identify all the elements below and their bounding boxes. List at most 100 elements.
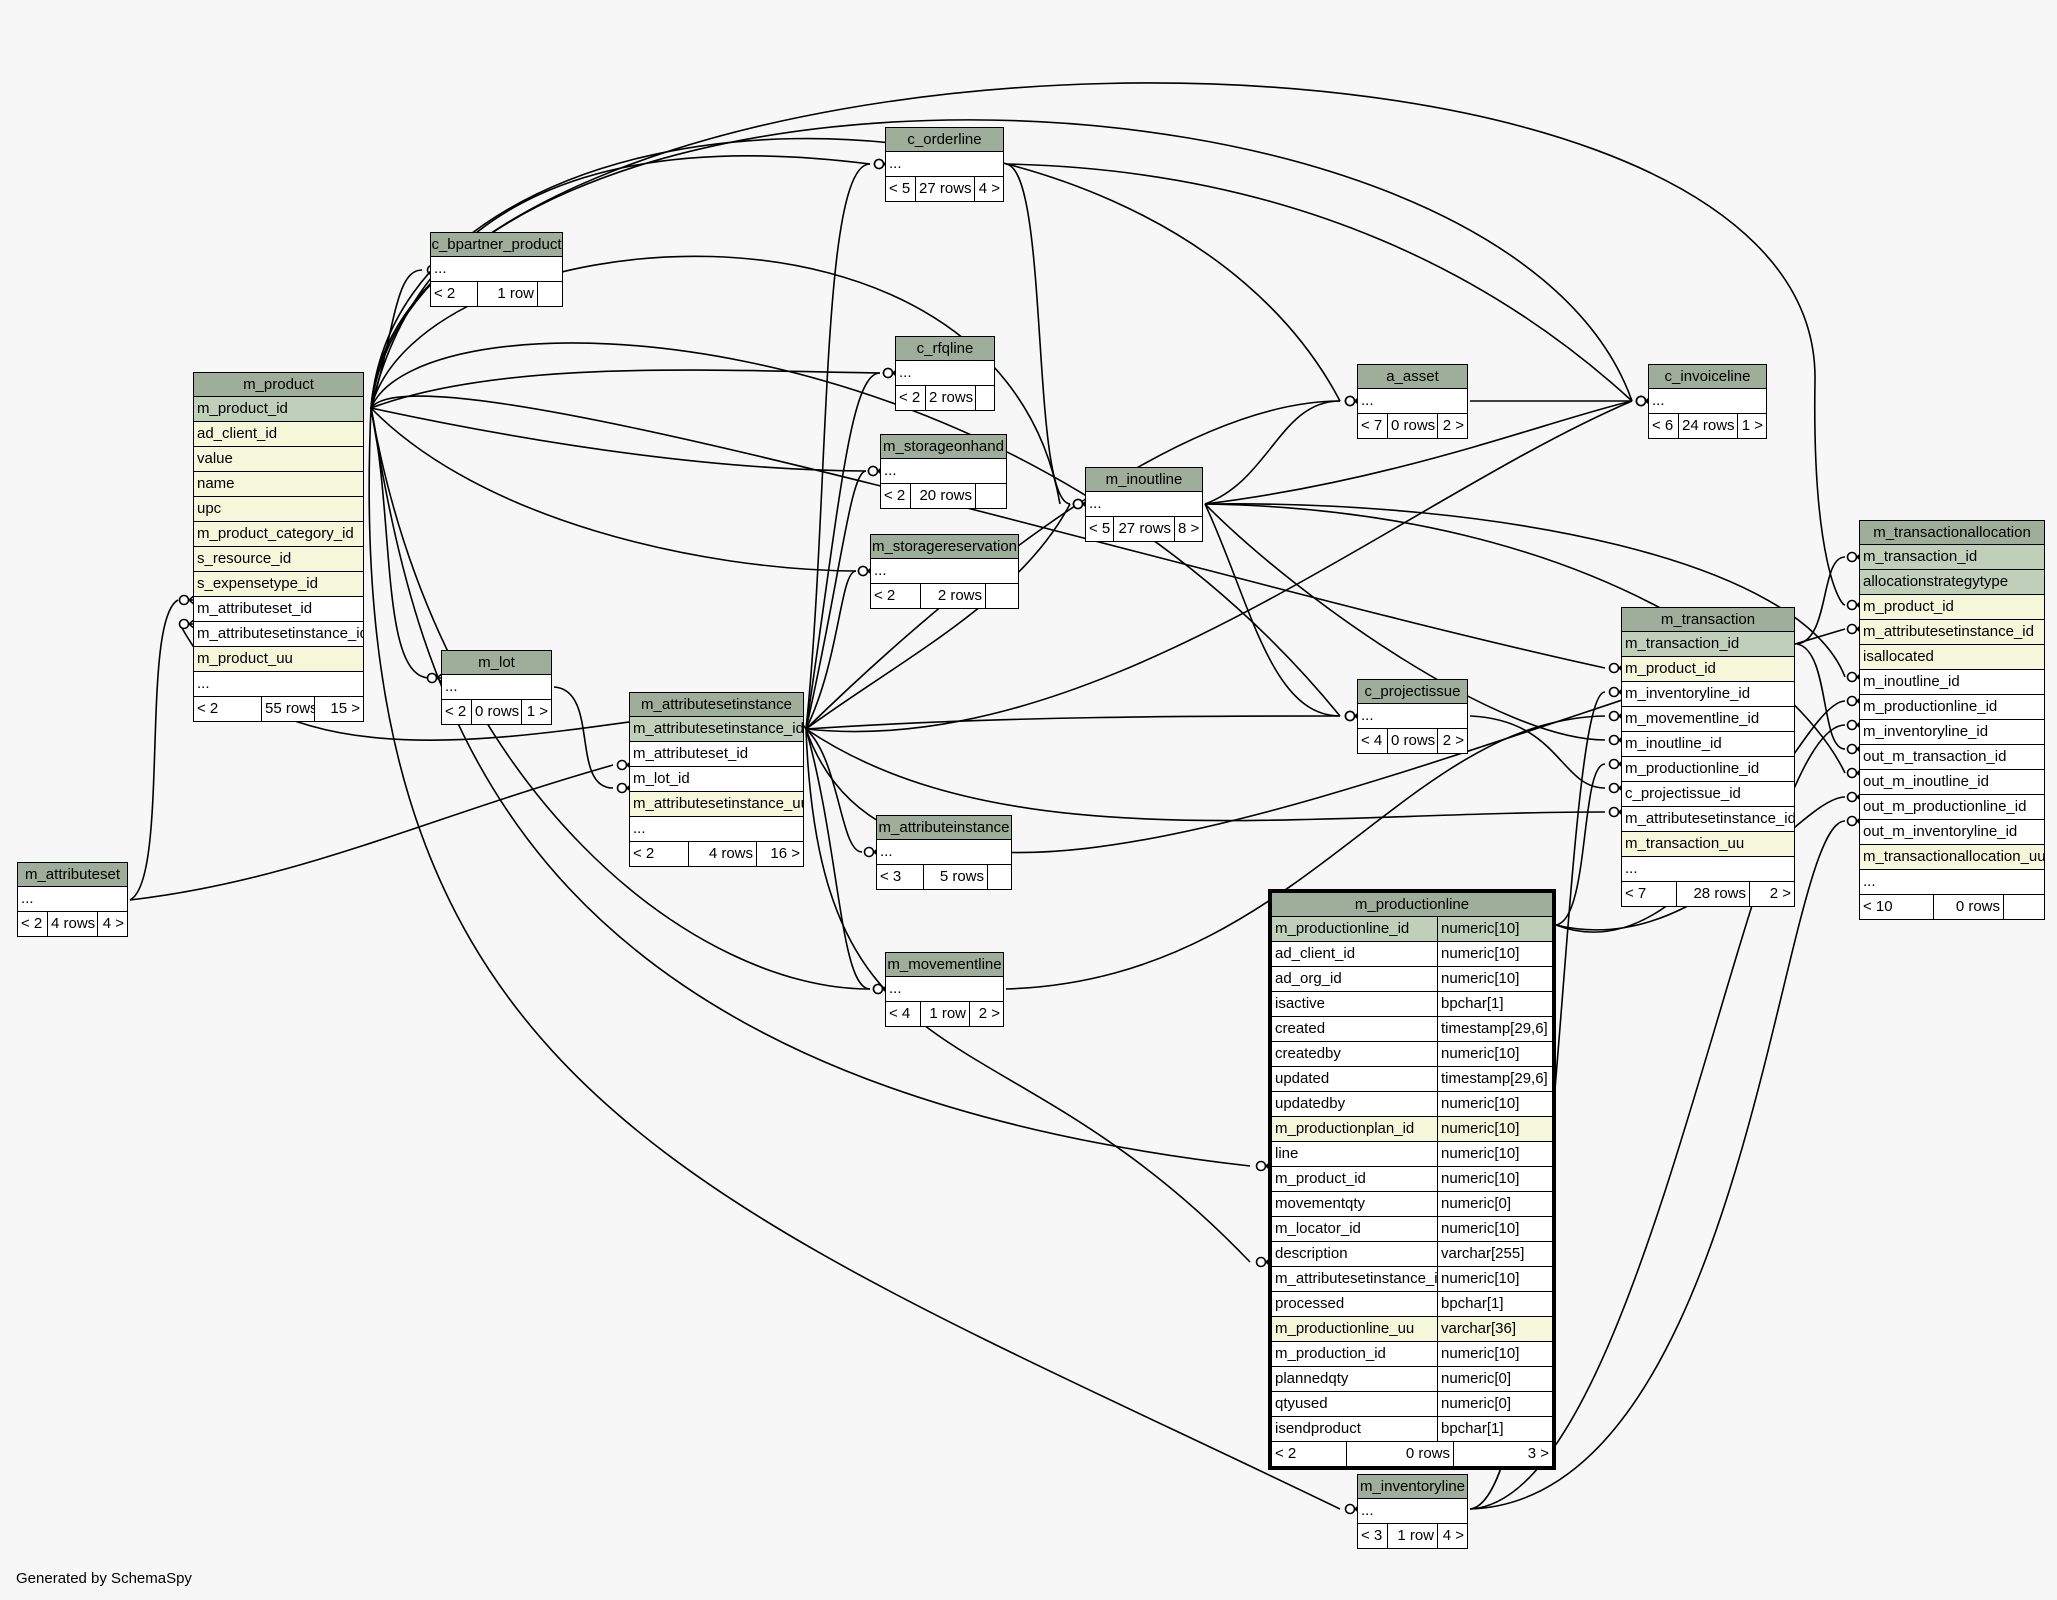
children-link[interactable]: 16 > (770, 845, 800, 862)
parents-link[interactable]: < 2 (194, 697, 262, 721)
parents-link[interactable]: < 2 (881, 484, 911, 508)
column-row[interactable]: ad_client_id (194, 422, 363, 447)
column-row[interactable]: ... (886, 152, 1003, 177)
children-link[interactable]: 4 > (102, 915, 124, 932)
table-title[interactable]: m_transactionallocation (1860, 521, 2044, 545)
column-row[interactable]: name (194, 472, 363, 497)
column-row[interactable]: ... (442, 675, 551, 700)
parents-link[interactable]: < 2 (896, 386, 926, 410)
column-row[interactable]: m_product_id (194, 397, 363, 422)
children-link[interactable] (976, 484, 1006, 508)
column-row[interactable]: m_attributesetinstance_id (194, 622, 363, 647)
children-link[interactable] (538, 282, 562, 306)
children-link[interactable]: 2 > (978, 1005, 1000, 1022)
children-link[interactable]: 4 > (1442, 1527, 1464, 1544)
column-row[interactable]: m_attributesetinstance_id (1860, 620, 2044, 645)
column-row[interactable]: m_product_id (1860, 595, 2044, 620)
parents-link[interactable]: < 2 (1272, 1442, 1347, 1466)
parents-link[interactable]: < 7 (1622, 882, 1677, 906)
children-link[interactable] (2004, 895, 2044, 919)
column-row[interactable]: ... (881, 459, 1006, 484)
children-link[interactable]: 2 > (1442, 417, 1464, 434)
children-link[interactable]: 15 > (330, 700, 360, 717)
table-title[interactable]: m_attributesetinstance (630, 693, 803, 717)
parents-link[interactable]: < 2 (18, 912, 48, 936)
column-row[interactable]: m_productionline_id (1860, 695, 2044, 720)
column-row[interactable]: m_transaction_id (1860, 545, 2044, 570)
parents-link[interactable]: < 2 (442, 700, 472, 724)
children-link[interactable]: 1 > (526, 703, 548, 720)
column-row[interactable]: m_attributeset_id (194, 597, 363, 622)
table-title[interactable]: a_asset (1358, 365, 1467, 389)
column-row[interactable]: m_attributesetinstance_id (1622, 807, 1794, 832)
column-row[interactable]: upc (194, 497, 363, 522)
column-row[interactable]: ... (871, 559, 1018, 584)
column-row[interactable]: ... (194, 672, 363, 697)
column-row[interactable]: m_transaction_uu (1622, 832, 1794, 857)
parents-link[interactable]: < 2 (431, 282, 478, 306)
column-row[interactable]: ... (1358, 1499, 1467, 1524)
column-row[interactable]: ... (1358, 389, 1467, 414)
column-row[interactable]: m_lot_id (630, 767, 803, 792)
column-row[interactable]: m_productionline_id (1622, 757, 1794, 782)
children-link[interactable]: 1 > (1741, 417, 1763, 434)
column-row[interactable]: ... (877, 840, 1011, 865)
column-row[interactable]: m_attributeset_id (630, 742, 803, 767)
table-title[interactable]: c_bpartner_product (431, 233, 562, 257)
column-row[interactable]: s_resource_id (194, 547, 363, 572)
column-row[interactable]: m_inventoryline_id (1860, 720, 2044, 745)
column-row[interactable]: out_m_inoutline_id (1860, 770, 2044, 795)
children-link[interactable] (986, 584, 1018, 608)
parents-link[interactable]: < 5 (886, 177, 916, 201)
parents-link[interactable]: < 7 (1358, 414, 1388, 438)
column-row[interactable]: c_projectissue_id (1622, 782, 1794, 807)
column-row[interactable]: out_m_transaction_id (1860, 745, 2044, 770)
children-link[interactable]: 4 > (978, 180, 1000, 197)
table-title[interactable]: m_lot (442, 651, 551, 675)
column-row[interactable]: m_movementline_id (1622, 707, 1794, 732)
table-title[interactable]: c_invoiceline (1649, 365, 1766, 389)
parents-link[interactable]: < 5 (1086, 517, 1114, 541)
parents-link[interactable]: < 3 (1358, 1524, 1388, 1548)
children-link[interactable]: 2 > (1769, 885, 1791, 902)
table-title[interactable]: c_projectissue (1358, 680, 1467, 704)
column-row[interactable]: m_transactionallocation_uu (1860, 845, 2044, 870)
children-link[interactable]: 3 > (1527, 1445, 1549, 1462)
parents-link[interactable]: < 4 (886, 1002, 921, 1026)
children-link[interactable] (988, 865, 1011, 889)
table-title[interactable]: m_storagereservation (871, 535, 1018, 559)
column-row[interactable]: s_expensetype_id (194, 572, 363, 597)
children-link[interactable] (976, 386, 994, 410)
column-row[interactable]: out_m_productionline_id (1860, 795, 2044, 820)
table-title[interactable]: c_orderline (886, 128, 1003, 152)
column-row[interactable]: m_attributesetinstance_id (630, 717, 803, 742)
column-row[interactable]: ... (1860, 870, 2044, 895)
column-row[interactable]: m_inoutline_id (1622, 732, 1794, 757)
column-row[interactable]: ... (1649, 389, 1766, 414)
